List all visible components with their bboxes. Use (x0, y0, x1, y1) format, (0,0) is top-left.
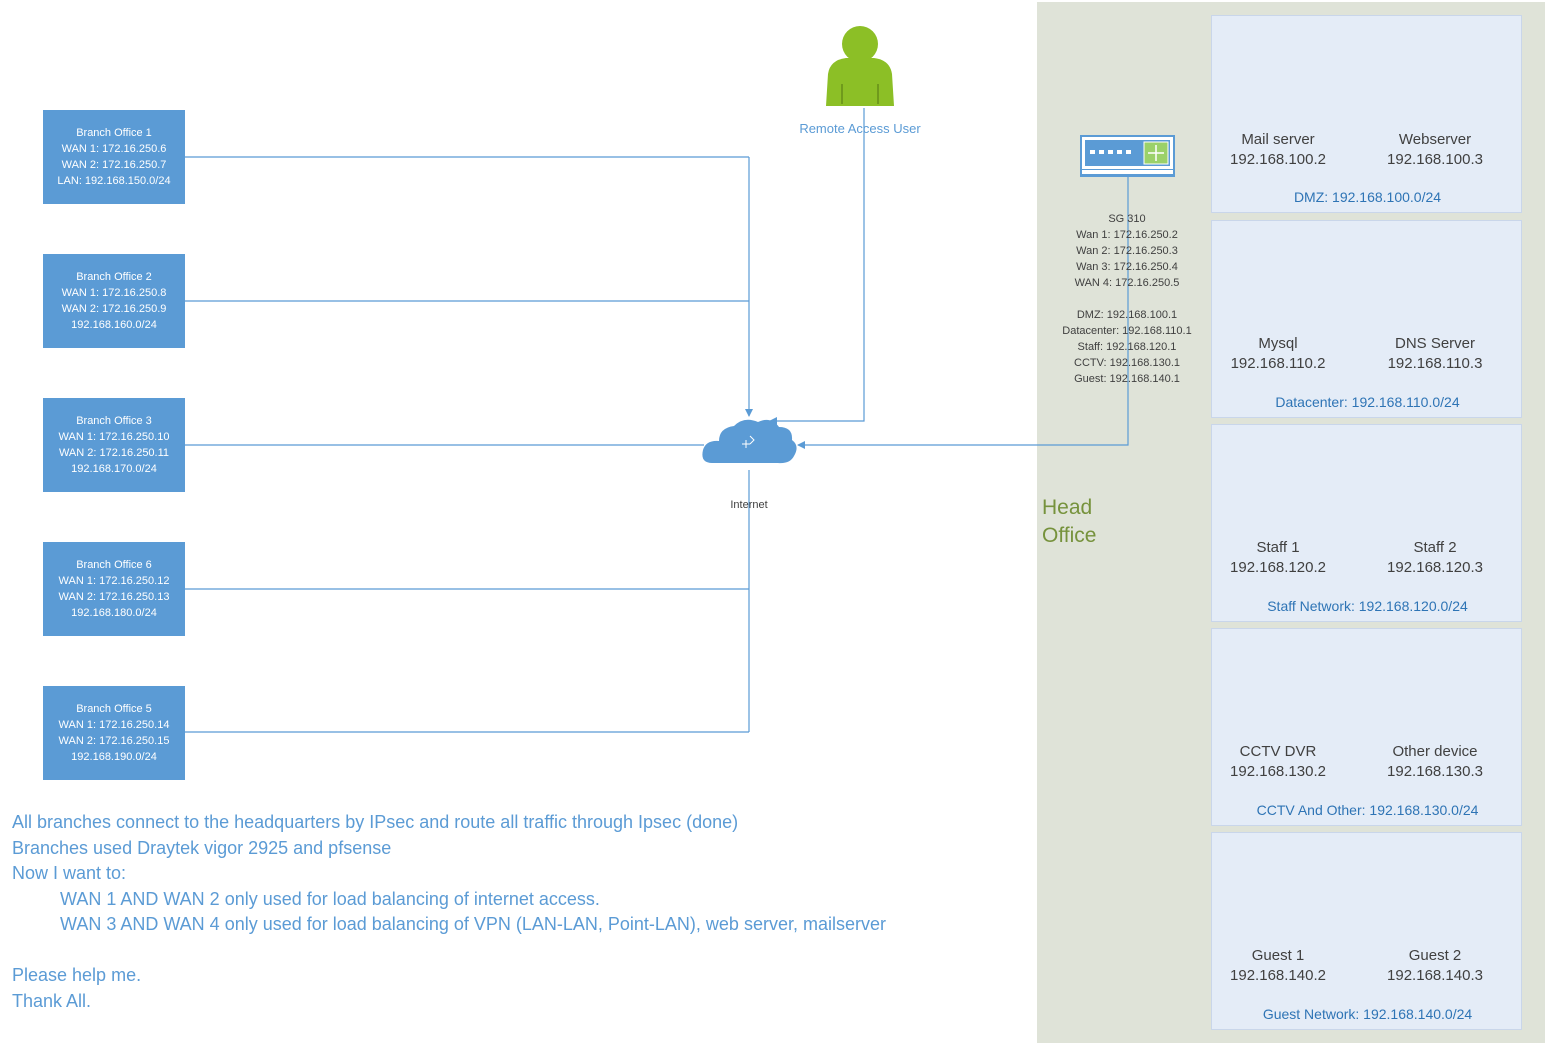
server-label: Mysql 192.168.110.2 (1230, 335, 1326, 372)
server-label: Webserver 192.168.100.3 (1387, 131, 1483, 168)
zone-caption: CCTV And Other: 192.168.130.0/24 (1256, 802, 1479, 818)
zone-dmz: Mail server 192.168.100.2 Webserver 192.… (1211, 15, 1522, 213)
zone-cctv: CCTV DVR 192.168.130.2 Other device 192.… (1211, 628, 1522, 826)
firewall-link (797, 177, 1129, 449)
zone-caption: DMZ: 192.168.100.0/24 (1293, 189, 1442, 205)
zone-guest: Guest 1 192.168.140.2 Guest 2 192.168.14… (1211, 832, 1522, 1030)
server-label: Mail server 192.168.100.2 (1230, 131, 1326, 168)
server-label: Guest 1 192.168.140.2 (1230, 947, 1326, 984)
firewall-icon (1080, 135, 1175, 177)
remote-user-link (769, 108, 865, 425)
remote-user-label: Remote Access User (799, 121, 921, 136)
question-notes: All branches connect to the headquarters… (12, 812, 886, 1011)
branch-office-box: Branch Office 2 WAN 1: 172.16.250.8 WAN … (43, 254, 185, 348)
zone-caption: Guest Network: 192.168.140.0/24 (1262, 1006, 1473, 1022)
server-label: Staff 1 192.168.120.2 (1230, 539, 1326, 576)
zone-caption: Staff Network: 192.168.120.0/24 (1267, 598, 1468, 614)
branch-office-box: Branch Office 6 WAN 1: 172.16.250.12 WAN… (43, 542, 185, 636)
server-label: Other device 192.168.130.3 (1387, 743, 1483, 780)
zone-caption: Datacenter: 192.168.110.0/24 (1275, 394, 1460, 410)
branch-office-box: Branch Office 3 WAN 1: 172.16.250.10 WAN… (43, 398, 185, 492)
user-icon (826, 26, 894, 106)
zone-staff: Staff 1 192.168.120.2 Staff 2 192.168.12… (1211, 424, 1522, 622)
server-label: Staff 2 192.168.120.3 (1387, 539, 1483, 576)
internet-label: Internet (730, 499, 768, 511)
cloud-icon (702, 419, 797, 464)
server-label: Guest 2 192.168.140.3 (1387, 947, 1483, 984)
server-label: DNS Server 192.168.110.3 (1387, 335, 1483, 372)
firewall-info: SG 310 Wan 1: 172.16.250.2 Wan 2: 172.16… (1062, 213, 1192, 385)
branch-office-box: Branch Office 5 WAN 1: 172.16.250.14 WAN… (43, 686, 185, 780)
head-office-label: Head Office (1042, 496, 1097, 547)
branch-office-box: Branch Office 1 WAN 1: 172.16.250.6 WAN … (43, 110, 185, 204)
zone-datacenter: Mysql 192.168.110.2 DNS Server 192.168.1… (1211, 220, 1522, 418)
server-label: CCTV DVR 192.168.130.2 (1230, 743, 1326, 780)
